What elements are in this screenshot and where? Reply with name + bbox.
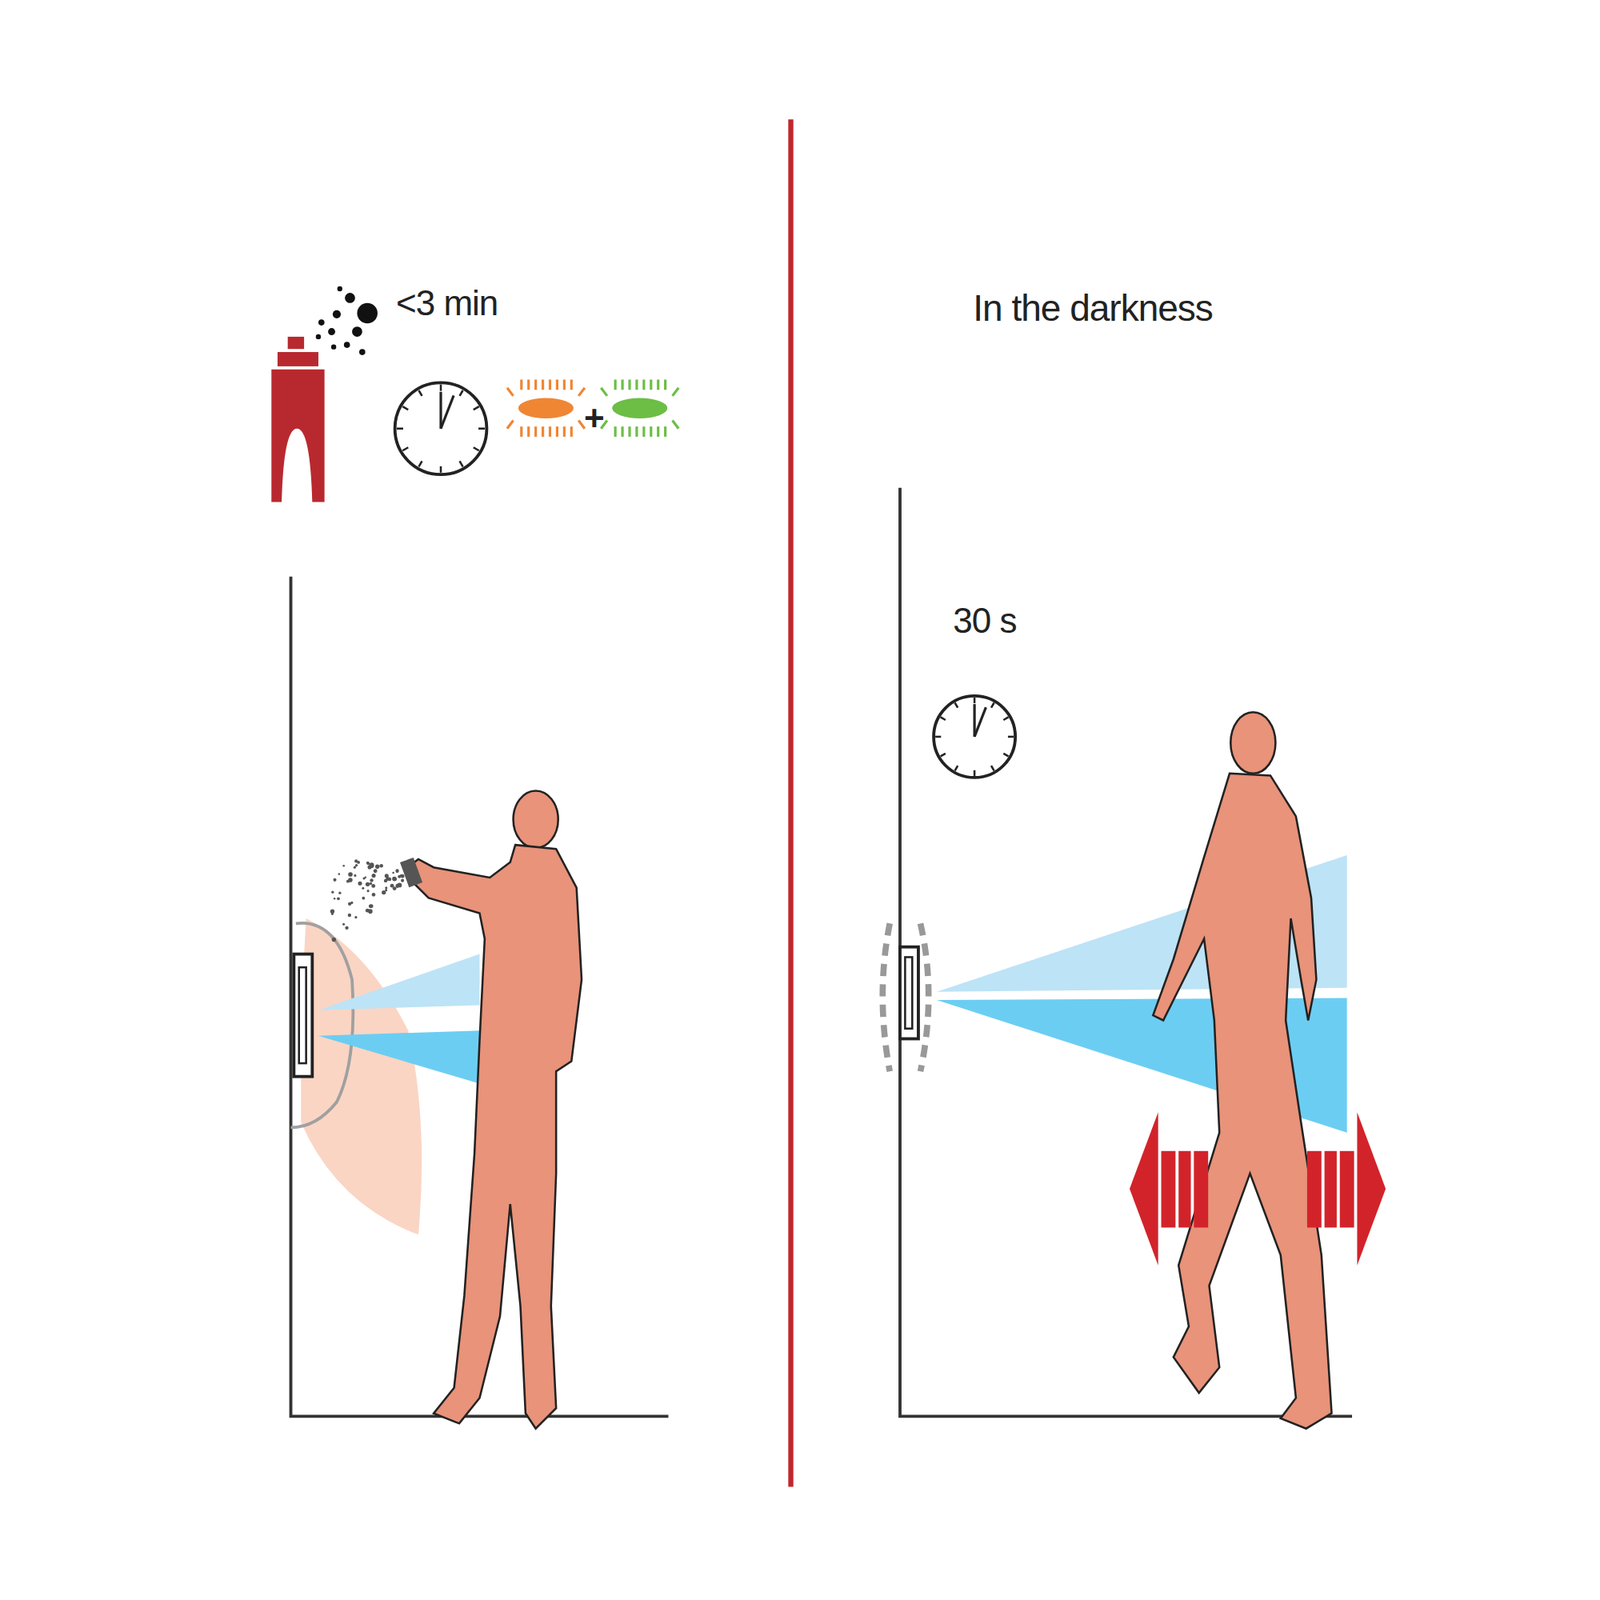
spray-can xyxy=(271,336,324,503)
sensor-glow xyxy=(920,923,929,1072)
clock-icon xyxy=(933,696,1016,778)
spray-jet xyxy=(330,859,405,942)
person-walking xyxy=(1152,712,1332,1428)
beam-upper xyxy=(318,954,480,1011)
detection-zone xyxy=(300,918,422,1235)
sensor xyxy=(293,954,312,1077)
time-label: <3 min xyxy=(396,284,498,323)
plus-sign: + xyxy=(584,399,604,438)
heading-label: In the darkness xyxy=(972,288,1213,329)
spray-mist xyxy=(316,286,378,356)
clock-icon xyxy=(395,382,488,475)
sensor-glow xyxy=(882,923,890,1072)
panel-divider xyxy=(788,119,793,1487)
lens-cover xyxy=(291,923,354,1128)
person-spraying xyxy=(400,791,582,1429)
beam-lower xyxy=(318,1030,480,1084)
movement-arrows xyxy=(1129,1112,1386,1265)
time-label: 30 s xyxy=(952,600,1016,640)
sensor xyxy=(900,947,919,1040)
